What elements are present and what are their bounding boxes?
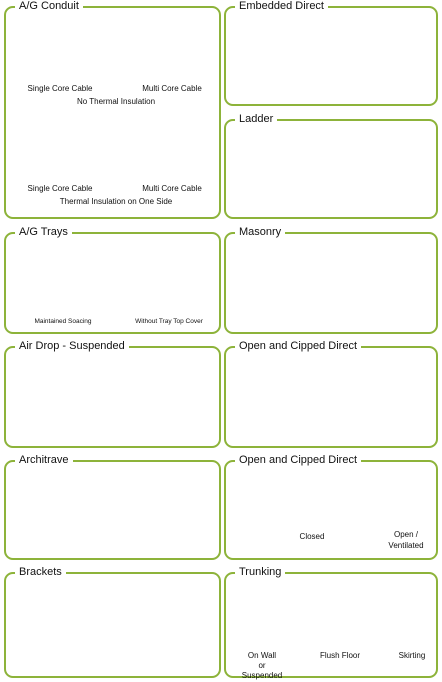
panel-air-drop-suspended: Air Drop - Suspended: [4, 339, 221, 448]
label-no-thermal-insulation: No Thermal Insulation: [76, 97, 156, 106]
label-on-wall-3: Suspended: [241, 671, 283, 680]
label-flush-floor: Flush Floor: [319, 651, 361, 660]
panel-title: Open and Cipped Direct: [235, 339, 362, 353]
panel-masonry: Masonry: [224, 225, 438, 334]
label-skirting: Skirting: [398, 651, 426, 660]
panel-open-clipped-direct-2: Open and Cipped Direct Closed Open / Ven…: [224, 453, 438, 560]
panel-title: Open and Cipped Direct: [235, 453, 362, 467]
panel-title: Architrave: [15, 453, 73, 467]
label-on-wall-1: On Wall: [247, 651, 277, 660]
panel-title: A/G Conduit: [15, 0, 83, 13]
label-thermal-insulation-one-side: Thermal Insulation on One Side: [59, 197, 173, 206]
panel-ladder: Ladder: [224, 112, 438, 219]
label-multi-core-cable: Multi Core Cable: [142, 84, 202, 93]
panel-title: Embedded Direct: [235, 0, 328, 13]
panel-brackets: Brackets: [4, 565, 221, 678]
panel-trunking: Trunking On Wall or Suspended Flush Floo…: [224, 565, 438, 680]
panel-ag-conduit: A/G Conduit Single Core Cable Multi Core…: [4, 0, 221, 219]
panel-title: Brackets: [15, 565, 66, 579]
label-open-line1: Open /: [393, 530, 419, 539]
panel-architrave: Architrave: [4, 453, 221, 560]
panel-ag-trays: A/G Trays Maintained Soacing Without Tra…: [4, 225, 221, 334]
label-closed: Closed: [299, 532, 325, 541]
label-on-wall-2: or: [258, 661, 266, 670]
label-multi-core-cable-2: Multi Core Cable: [142, 184, 202, 193]
panel-title: Air Drop - Suspended: [15, 339, 129, 353]
panel-open-clipped-direct-1: Open and Cipped Direct: [224, 339, 438, 448]
panel-title: Ladder: [235, 112, 278, 126]
label-without-tray-top-cover: Without Tray Top Cover: [135, 318, 203, 325]
label-single-core-cable: Single Core Cable: [27, 84, 93, 93]
panel-title: A/G Trays: [15, 225, 72, 239]
label-open-line2: Ventilated: [388, 541, 424, 550]
panel-title: Masonry: [235, 225, 286, 239]
panel-title: Trunking: [235, 565, 286, 579]
label-single-core-cable-2: Single Core Cable: [27, 184, 93, 193]
panel-embedded-direct: Embedded Direct: [224, 0, 438, 106]
label-maintained-spacing: Maintained Soacing: [34, 318, 92, 325]
